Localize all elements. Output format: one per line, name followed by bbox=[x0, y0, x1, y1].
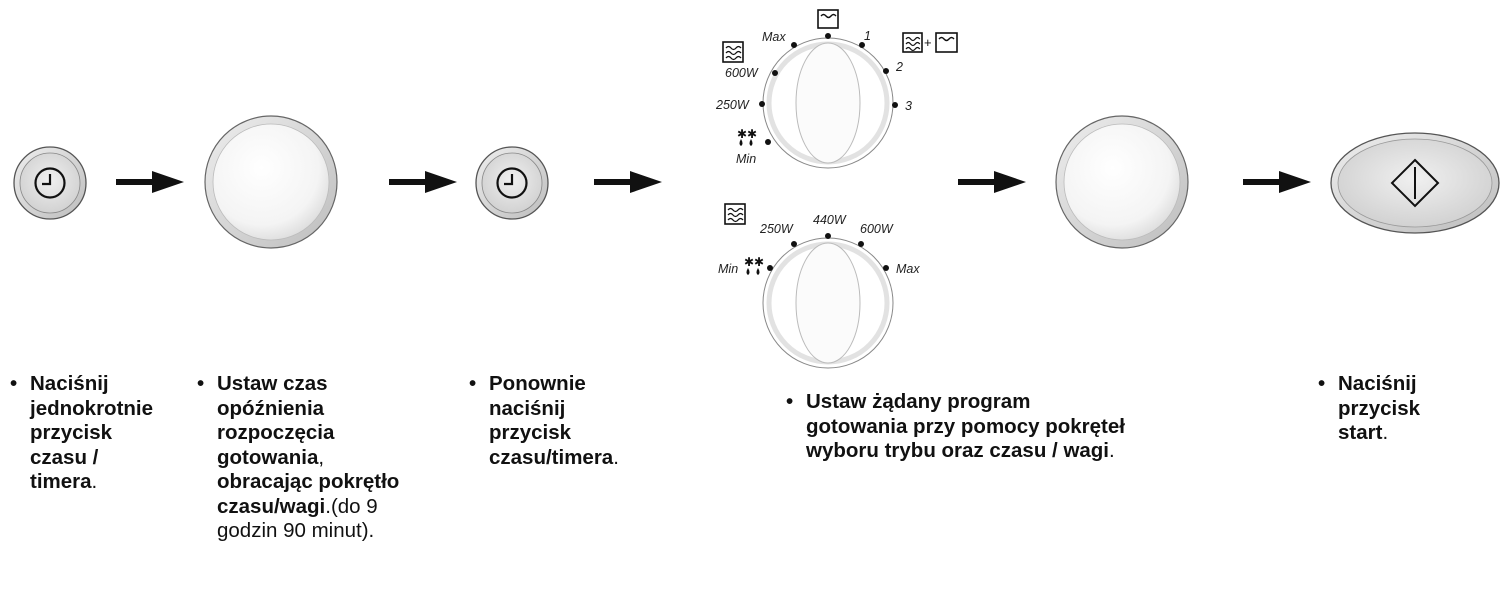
step1-bullet: • bbox=[10, 372, 18, 395]
defrost-icon: ✱✱ bbox=[744, 255, 764, 275]
power-label-min: Min bbox=[718, 262, 738, 276]
mode-dial-dots bbox=[759, 33, 898, 145]
step2-tail: .(do 9 godzin 90 minut). bbox=[217, 494, 378, 543]
clock-icon bbox=[34, 167, 66, 199]
step1-bold: Naciśnij jednokrotnie przycisk czasu / t… bbox=[30, 372, 154, 493]
step1-instruction: • Naciśnij jednokrotnie przycisk czasu / … bbox=[10, 372, 154, 495]
power-dial[interactable] bbox=[762, 237, 894, 369]
mode-label-max: Max bbox=[762, 30, 786, 44]
microwave-icon bbox=[722, 41, 744, 63]
step2-bold2: obracając pokrętło czasu/wagi bbox=[217, 470, 400, 518]
step3-instruction: • Ponownie naciśnij przycisk czasu/timera… bbox=[469, 372, 619, 470]
step3-bullet: • bbox=[469, 372, 477, 395]
power-dial-dots bbox=[767, 233, 889, 271]
step3-bold: Ponownie naciśnij przycisk czasu/timera bbox=[489, 372, 614, 469]
step4-bullet: • bbox=[786, 390, 794, 413]
time-weight-knob-2[interactable] bbox=[1055, 115, 1189, 249]
step3-tail: . bbox=[613, 445, 619, 469]
svg-text:✱✱: ✱✱ bbox=[744, 255, 764, 269]
mode-label-3: 3 bbox=[905, 99, 912, 113]
step1-tail: . bbox=[91, 470, 98, 493]
mode-label-1: 1 bbox=[864, 29, 871, 43]
svg-text:+: + bbox=[924, 35, 932, 50]
defrost-icon: ✱✱ bbox=[737, 127, 757, 146]
step2-bullet: • bbox=[197, 372, 205, 395]
step4-bold: Ustaw żądany program gotowania przy pomo… bbox=[806, 390, 1125, 462]
step2-bold1: Ustaw czas opóźnienia rozpoczęcia gotowa… bbox=[217, 372, 335, 469]
step2-mid: , bbox=[318, 445, 325, 469]
arrow-right-icon bbox=[389, 171, 457, 193]
step5-tail: . bbox=[1382, 421, 1389, 444]
mode-label-250w: 250W bbox=[715, 98, 750, 112]
step2-instruction: • Ustaw czas opóźnienia rozpoczęcia gotow… bbox=[197, 372, 417, 544]
step5-bullet: • bbox=[1318, 372, 1326, 395]
arrow-right-icon bbox=[1243, 171, 1311, 193]
arrow-right-icon bbox=[958, 171, 1026, 193]
timer-button-2[interactable] bbox=[475, 146, 549, 220]
grill-icon bbox=[817, 9, 839, 29]
clock-icon bbox=[496, 167, 528, 199]
power-label-250w: 250W bbox=[759, 222, 794, 236]
svg-text:✱✱: ✱✱ bbox=[737, 127, 757, 141]
mode-label-min: Min bbox=[736, 152, 756, 166]
microwave-icon bbox=[724, 203, 746, 225]
mode-dial[interactable] bbox=[762, 37, 894, 169]
arrow-right-icon bbox=[594, 171, 662, 193]
mode-label-600w: 600W bbox=[725, 66, 759, 80]
step4-instruction: • Ustaw żądany program gotowania przy pom… bbox=[786, 390, 1125, 464]
start-button[interactable] bbox=[1330, 132, 1500, 234]
arrow-right-icon bbox=[116, 171, 184, 193]
power-label-440w: 440W bbox=[813, 213, 847, 227]
microwave-plus-grill-icon: + bbox=[902, 32, 958, 53]
step5-instruction: • Naciśnij przycisk start. bbox=[1318, 372, 1421, 446]
mode-label-2: 2 bbox=[895, 60, 903, 74]
timer-button-1[interactable] bbox=[13, 146, 87, 220]
step5-bold: Naciśnij przycisk start bbox=[1338, 372, 1421, 444]
step4-tail: . bbox=[1109, 439, 1115, 462]
power-label-max: Max bbox=[896, 262, 920, 276]
start-diamond-icon bbox=[1390, 158, 1440, 208]
time-weight-knob[interactable] bbox=[204, 115, 338, 249]
power-label-600w: 600W bbox=[860, 222, 894, 236]
